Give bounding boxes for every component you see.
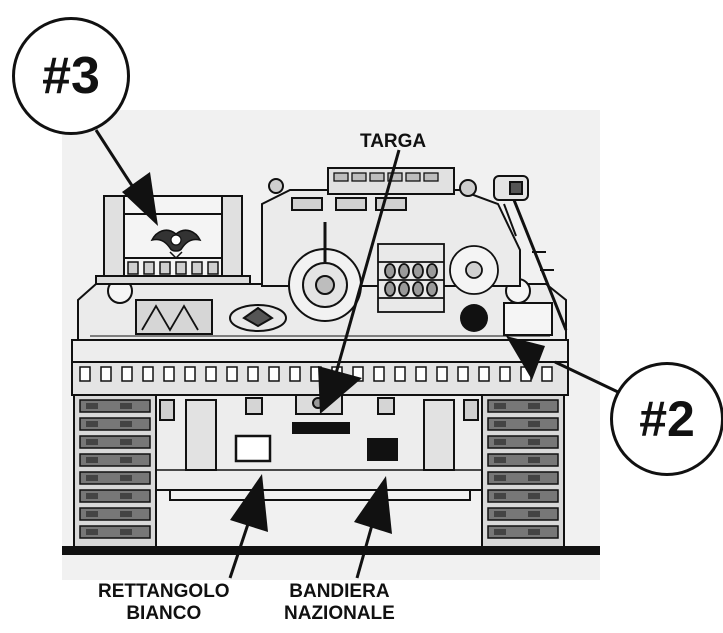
white-rectangle-mark (234, 434, 272, 463)
spare-wheel (288, 222, 362, 322)
rettangolo-line-2: BIANCO (126, 603, 202, 624)
ground-line (62, 546, 600, 555)
callout-2-label: #2 (639, 391, 695, 447)
stowage-grid (377, 243, 445, 313)
callout-3: #3 (12, 17, 130, 135)
arrow-2 (506, 336, 619, 394)
emblem-icon (150, 229, 202, 260)
right-track (481, 394, 565, 548)
left-track (73, 394, 157, 548)
bandiera-line-2: NAZIONALE (284, 603, 395, 624)
national-flag-mark (367, 438, 398, 461)
stowage-rack (95, 195, 251, 285)
arrow-rettangolo (228, 474, 268, 579)
rettangolo-bianco-label: RETTANGOLO BIANCO (98, 581, 230, 625)
arrow-3 (94, 129, 158, 226)
rettangolo-line-1: RETTANGOLO (98, 581, 230, 602)
machine-gun (493, 175, 568, 331)
targa-label: TARGA (360, 131, 427, 152)
callout-3-label: #3 (42, 47, 100, 105)
lower-hull (155, 391, 483, 501)
license-plate-mark (292, 422, 350, 434)
arrow-targa (318, 149, 401, 414)
arrow-bandiera (354, 476, 392, 579)
bandiera-line-1: BANDIERA (289, 581, 390, 602)
black-dot-mark (460, 304, 488, 332)
bandiera-nazionale-label: BANDIERA NAZIONALE (284, 581, 395, 625)
callout-2: #2 (610, 362, 723, 476)
round-hatch (449, 245, 499, 295)
